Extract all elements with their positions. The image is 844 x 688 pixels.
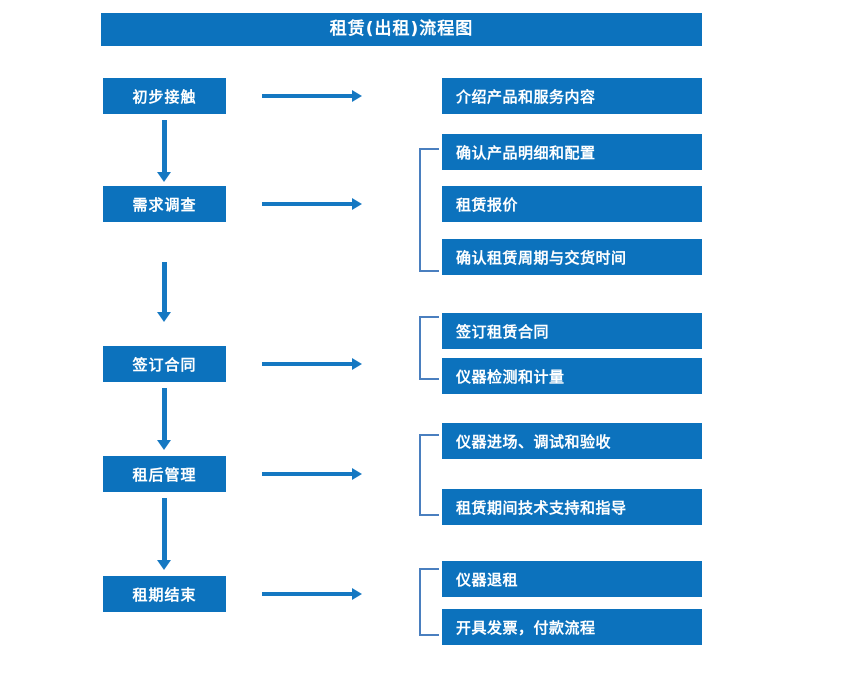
- arrow-shaft: [162, 498, 167, 561]
- group-bracket-2: [419, 148, 439, 272]
- arrow-head-down-icon: [157, 172, 171, 182]
- horizontal-arrow-5: [262, 588, 362, 600]
- task-label: 确认租赁周期与交货时间: [456, 248, 627, 267]
- horizontal-arrow-1: [262, 90, 362, 102]
- arrow-head-down-icon: [157, 312, 171, 322]
- task-label: 签订租赁合同: [456, 322, 550, 341]
- arrow-shaft: [262, 362, 353, 366]
- stage-box-1[interactable]: 初步接触: [103, 78, 226, 114]
- task-box-9[interactable]: 仪器退租: [442, 561, 702, 597]
- group-bracket-5: [419, 568, 439, 636]
- arrow-shaft: [262, 94, 353, 98]
- task-label: 开具发票，付款流程: [456, 618, 596, 637]
- task-box-5[interactable]: 签订租赁合同: [442, 313, 702, 349]
- diagram-title-bar: 租赁(出租)流程图: [101, 13, 702, 46]
- horizontal-arrow-2: [262, 198, 362, 210]
- page-title: 租赁(出租)流程图: [329, 19, 474, 39]
- task-box-7[interactable]: 仪器进场、调试和验收: [442, 423, 702, 459]
- task-label: 确认产品明细和配置: [456, 143, 596, 162]
- task-label: 仪器检测和计量: [456, 367, 565, 386]
- arrow-shaft: [162, 388, 167, 441]
- stage-label: 租后管理: [132, 465, 197, 484]
- vertical-arrow-2-3: [157, 262, 171, 322]
- task-box-8[interactable]: 租赁期间技术支持和指导: [442, 489, 702, 525]
- arrow-head-right-icon: [352, 90, 362, 102]
- task-box-2[interactable]: 确认产品明细和配置: [442, 134, 702, 170]
- arrow-head-right-icon: [352, 358, 362, 370]
- group-bracket-3: [419, 316, 439, 380]
- task-label: 仪器进场、调试和验收: [456, 432, 612, 451]
- task-box-1[interactable]: 介绍产品和服务内容: [442, 78, 702, 114]
- task-label: 仪器退租: [456, 570, 519, 589]
- arrow-head-down-icon: [157, 440, 171, 450]
- stage-box-2[interactable]: 需求调查: [103, 186, 226, 222]
- arrow-shaft: [262, 472, 353, 476]
- arrow-head-right-icon: [352, 588, 362, 600]
- stage-label: 租期结束: [132, 585, 197, 604]
- task-box-6[interactable]: 仪器检测和计量: [442, 358, 702, 394]
- stage-box-5[interactable]: 租期结束: [103, 576, 226, 612]
- horizontal-arrow-3: [262, 358, 362, 370]
- stage-label: 签订合同: [132, 355, 197, 374]
- arrow-shaft: [162, 120, 167, 173]
- horizontal-arrow-4: [262, 468, 362, 480]
- task-box-4[interactable]: 确认租赁周期与交货时间: [442, 239, 702, 275]
- vertical-arrow-3-4: [157, 388, 171, 450]
- group-bracket-4: [419, 434, 439, 516]
- arrow-shaft: [162, 262, 167, 313]
- task-box-10[interactable]: 开具发票，付款流程: [442, 609, 702, 645]
- task-label: 租赁报价: [456, 195, 519, 214]
- task-label: 介绍产品和服务内容: [456, 87, 596, 106]
- arrow-head-down-icon: [157, 560, 171, 570]
- stage-label: 初步接触: [132, 87, 197, 106]
- vertical-arrow-1-2: [157, 120, 171, 182]
- stage-box-3[interactable]: 签订合同: [103, 346, 226, 382]
- arrow-shaft: [262, 202, 353, 206]
- arrow-head-right-icon: [352, 468, 362, 480]
- task-box-3[interactable]: 租赁报价: [442, 186, 702, 222]
- stage-box-4[interactable]: 租后管理: [103, 456, 226, 492]
- arrow-shaft: [262, 592, 353, 596]
- task-label: 租赁期间技术支持和指导: [456, 498, 627, 517]
- stage-label: 需求调查: [132, 195, 197, 214]
- arrow-head-right-icon: [352, 198, 362, 210]
- vertical-arrow-4-5: [157, 498, 171, 570]
